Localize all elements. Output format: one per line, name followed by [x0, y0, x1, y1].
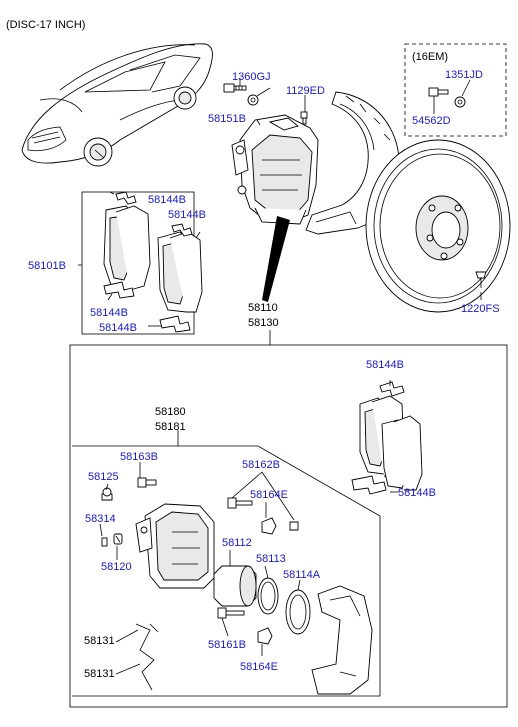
- inset-title: (16EM): [412, 51, 448, 63]
- label-pad-clip-top2[interactable]: 58144B: [168, 209, 206, 221]
- caliper-housing: [135, 503, 215, 589]
- cap-58125-icon: [101, 487, 113, 501]
- caliper-kit-box: [69, 344, 508, 708]
- box-brake-pads: [359, 395, 423, 491]
- brake-disc: [365, 139, 511, 313]
- label-58162b[interactable]: 58162B: [242, 459, 280, 471]
- pointer-arrow: [262, 216, 290, 302]
- bolt-1129ed-icon: [300, 111, 308, 125]
- bolt-54562d-icon: [428, 87, 449, 97]
- label-box-clip-top[interactable]: 58144B: [366, 359, 404, 371]
- guide-pin-58162b-icon: [227, 497, 253, 509]
- nut-1351jd-icon: [454, 96, 466, 108]
- label-58125[interactable]: 58125: [88, 471, 119, 483]
- label-58112[interactable]: 58112: [222, 537, 252, 549]
- label-58164e-a[interactable]: 58164E: [250, 489, 288, 501]
- guide-pin-58161b-icon: [217, 607, 245, 619]
- label-58110[interactable]: 58110: [248, 302, 278, 314]
- brake-pad-left: [103, 205, 151, 291]
- vehicle-illustration: [21, 43, 213, 167]
- caliper-bracket: [311, 585, 373, 695]
- label-58181[interactable]: 58181: [155, 421, 186, 433]
- label-1220fs[interactable]: 1220FS: [461, 303, 500, 315]
- label-58164e-b[interactable]: 58164E: [240, 661, 278, 673]
- bolt-58163b-icon: [137, 477, 157, 488]
- label-box-clip-right[interactable]: 58144B: [398, 487, 436, 499]
- bolt-1360gj-icon: [223, 83, 247, 93]
- label-58314[interactable]: 58314: [85, 513, 116, 525]
- bleeder-58120-icon: [113, 533, 123, 545]
- label-58120[interactable]: 58120: [101, 561, 132, 573]
- boot-58164e-a-icon: [261, 517, 277, 535]
- label-pad-clip-bot2[interactable]: 58144B: [99, 322, 137, 334]
- piston-58112-icon: [213, 565, 257, 607]
- screw-1220fs-icon: [475, 271, 487, 288]
- seal-58113-icon: [257, 577, 279, 615]
- caliper-assembly: [231, 114, 319, 225]
- label-1360gj[interactable]: 1360GJ: [232, 71, 271, 83]
- label-58114a[interactable]: 58114A: [283, 569, 321, 581]
- boot-58114a-icon: [285, 589, 311, 635]
- label-58180[interactable]: 58180: [155, 406, 186, 418]
- bleeder-58314-icon: [101, 537, 108, 547]
- label-pad-clip-top[interactable]: 58144B: [148, 194, 186, 206]
- spring-58131-icon: [135, 623, 159, 691]
- label-58131-b[interactable]: 58131: [84, 668, 115, 680]
- label-54562d[interactable]: 54562D: [412, 115, 451, 127]
- boot-58164e-b-icon: [257, 627, 273, 645]
- inset-16em-box: [404, 43, 507, 137]
- label-pad-clip-bot[interactable]: 58144B: [90, 307, 128, 319]
- diagram-header: (DISC-17 INCH): [6, 19, 85, 31]
- washer-icon: [247, 94, 259, 106]
- label-58151b[interactable]: 58151B: [208, 113, 246, 125]
- label-58113[interactable]: 58113: [256, 553, 286, 565]
- label-58130[interactable]: 58130: [248, 317, 279, 329]
- part-labels: 1360GJ 1129ED 58151B 1351JD 54562D 1220F…: [28, 69, 500, 680]
- label-1129ed[interactable]: 1129ED: [286, 85, 325, 97]
- label-58163b[interactable]: 58163B: [120, 451, 158, 463]
- label-58131-a[interactable]: 58131: [84, 635, 115, 647]
- bolt-small-icon: [289, 521, 299, 531]
- brake-pad-right: [157, 231, 203, 313]
- label-58101b[interactable]: 58101B: [28, 260, 66, 272]
- box-pad-clip-icon: [351, 381, 405, 495]
- caliper-sub-box: [72, 445, 381, 697]
- label-58161b[interactable]: 58161B: [208, 639, 246, 651]
- leader-lines: [78, 78, 482, 675]
- pad-clip-icon: [103, 191, 193, 333]
- label-1351jd[interactable]: 1351JD: [445, 69, 483, 81]
